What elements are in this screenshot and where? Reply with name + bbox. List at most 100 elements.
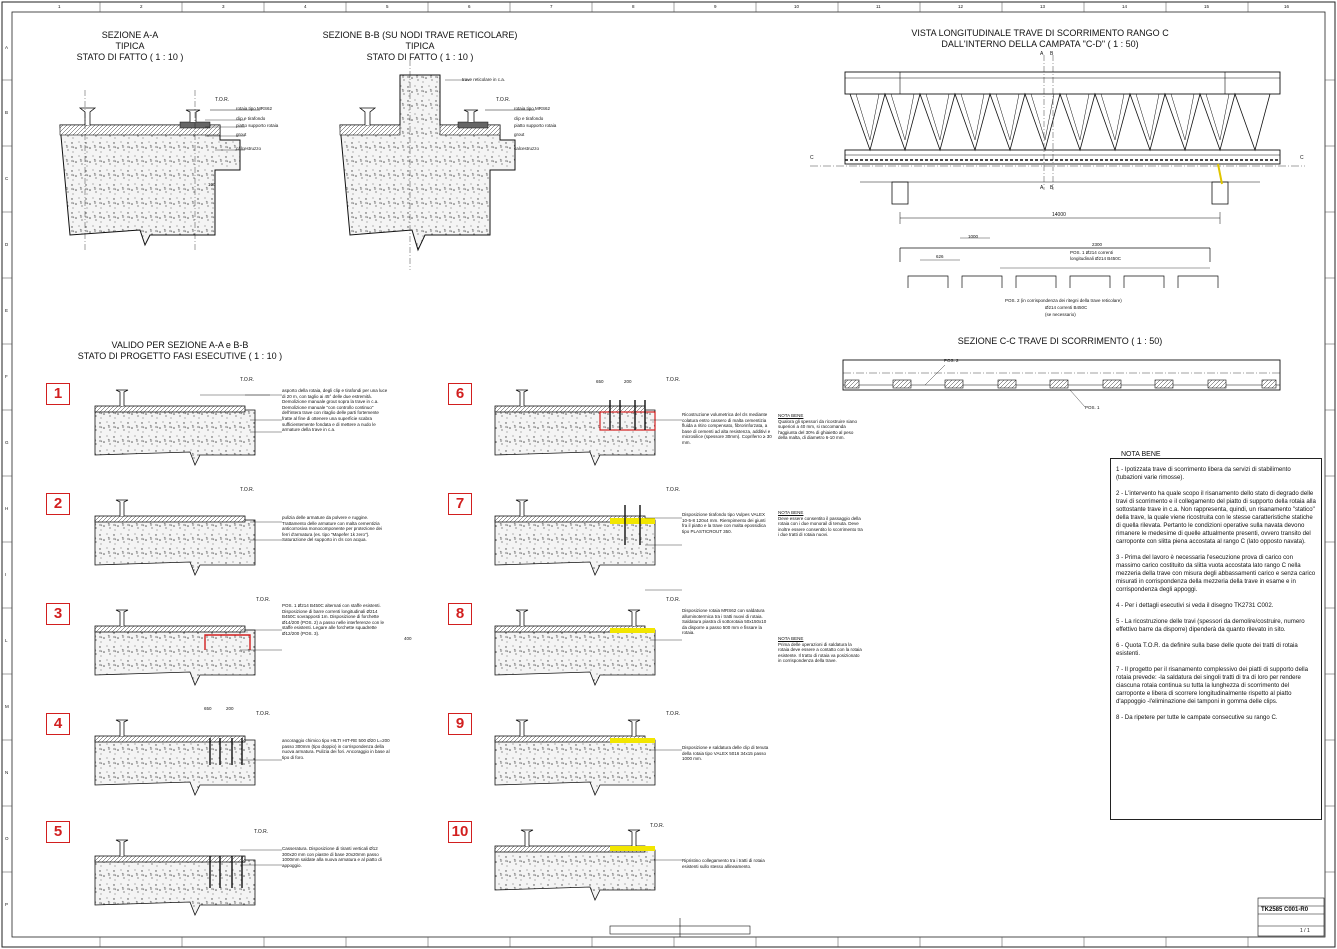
section-mark-a-bottom: A [1040,185,1044,191]
col-8: 8 [632,4,635,9]
tor-phase-9: T.O.R. [666,711,681,717]
section-mark-c-left: C [810,155,814,161]
drawing-number: TK2585 C001-R0 [1261,907,1309,913]
col-12: 12 [958,4,964,9]
step-badge-8: 8 [448,603,472,625]
dim-650-phase-4: 650 [204,706,212,711]
rebar-schedule-drawing [899,237,1219,288]
notes-body: 1 - Ipotizzata trave di scorrimento libe… [1116,466,1316,730]
col-16: 16 [1284,4,1290,9]
step-3-note: POS. 1 Ø214 B450C alternati con staffe e… [282,603,385,636]
tor-phase-2: T.O.R. [240,487,255,493]
step-4-note: ancoraggio chimico tipo HILTI HIT-RE 500… [282,738,390,760]
calcestruzzo-label-aa: calcestruzzo [236,146,262,151]
pos2-label-c: (se necessario) [1045,312,1076,317]
dim-2300: 2300 [1092,242,1103,247]
dim-200-phase-4: 200 [226,706,234,711]
side-note-7: NOTA BENE Deve essere consentito il pass… [778,510,863,538]
step-6-note: Ricostruzione volumetrica del cls median… [682,412,772,445]
dim-200-phase-6: 200 [624,379,632,384]
section-bb-drawing [339,60,535,270]
phase-4-detail [94,719,256,796]
tor-phase-8: T.O.R. [666,597,681,603]
note-item-2: 2 - L'intervento ha quale scopo il risan… [1116,490,1316,545]
trave-reticolare-label: trave reticolare in c.a. [462,77,506,82]
row-f: F [5,374,8,379]
step-9-note: Disposizione e saldatura delle clip di t… [682,745,769,762]
tor-label-aa: T.O.R. [215,97,230,103]
col-15: 15 [1204,4,1210,9]
notes-title: NOTA BENE [1118,451,1164,458]
clip-label-bb: clip e tirafondo [514,116,544,121]
note-item-6: 6 - Quota T.O.R. da definire sulla base … [1116,642,1298,657]
row-o: O [5,836,9,841]
cc-pos1-label: POS. 1 [1085,405,1100,410]
tor-phase-1: T.O.R. [240,377,255,383]
row-m: M [5,704,9,709]
section-mark-b-bottom: B [1050,185,1054,191]
piatto-label-bb: piatto supporto rotaia [514,123,557,128]
tor-phase-4: T.O.R. [256,711,271,717]
longitudinal-view-drawing [810,55,1305,224]
section-mark-a-top: A [1040,51,1044,57]
row-h: H [5,506,9,511]
row-g: G [5,440,9,445]
col-5: 5 [386,4,389,9]
leader-lines [240,394,682,866]
pos1-label-b: longitudinali Ø214 B450C [1070,256,1122,261]
section-bb-title: SEZIONE B-B (SU NODI TRAVE RETICOLARE)TI… [322,30,518,62]
step-badge-3: 3 [46,603,70,625]
col-10: 10 [794,4,800,9]
row-c: C [5,176,9,181]
col-3: 3 [222,4,225,9]
calcestruzzo-label-bb: calcestruzzo [514,146,540,151]
grout-label-aa: grout [236,132,247,137]
step-badge-7: 7 [448,493,472,515]
rotaia-label-bb: rotaia tipo MRS62 [514,106,551,111]
col-14: 14 [1122,4,1128,9]
grout-label-bb: grout [514,132,525,137]
side-note-8: NOTA BENE Prima delle operazioni di sald… [778,636,862,664]
dim-1000: 1000 [968,234,979,239]
step-5-note: Casseratura. Disposizione di tiranti ver… [282,846,382,868]
tor-phase-6: T.O.R. [666,377,681,383]
notes-box [1110,458,1322,820]
dim-14000: 14000 [1052,212,1066,218]
cc-pos2-label: POS. 2 [944,358,959,363]
row-p: P [5,902,9,907]
step-7-note: Disposizione tirafondo tipo Vulpes VALEX… [682,512,766,534]
dim-650-phase-6: 650 [596,379,604,384]
note-item-3: 3 - Prima del lavoro è necessaria l'esec… [1116,554,1316,593]
pos2-label-b: Ø214 correnti B450C [1045,305,1088,310]
row-e: E [5,308,9,313]
phase-10-detail [494,829,656,901]
section-aa-drawing [59,90,260,250]
step-badge-10: 10 [448,821,472,843]
clip-label-aa: clip e tirafondo [236,116,266,121]
note-item-8: 8 - Da ripetere per tutte le campate con… [1116,714,1278,721]
piatto-label-aa: piatto supporto rotaia [236,123,279,128]
phase-1-detail [94,389,270,466]
tor-phase-3: T.O.R. [256,597,271,603]
phase-details [94,389,656,916]
step-8-note: Disposizione rotaia MRS62 con saldatura … [682,608,767,636]
phase-9-detail [494,719,656,796]
step-badge-9: 9 [448,713,472,735]
tor-label-bb: T.O.R. [496,97,511,103]
col-9: 9 [714,4,717,9]
note-item-4: 4 - Per i dettagli esecutivi si veda il … [1116,602,1274,609]
phase-3-detail [94,609,256,686]
step-badge-4: 4 [46,713,70,735]
col-13: 13 [1040,4,1046,9]
note-item-7: 7 - Il progetto per il risanamento compl… [1116,666,1309,705]
pos1-label: POS. 1 Ø214 correnti [1070,250,1114,255]
row-l: L [5,638,8,643]
step-10-note: Ripristino collegamento tra i tratti di … [682,858,765,869]
row-d: D [5,242,9,247]
section-cc-title: SEZIONE C-C TRAVE DI SCORRIMENTO ( 1 : 5… [957,336,1163,346]
col-4: 4 [304,4,307,9]
dim-626: 626 [936,254,944,259]
row-i: I [5,572,7,577]
